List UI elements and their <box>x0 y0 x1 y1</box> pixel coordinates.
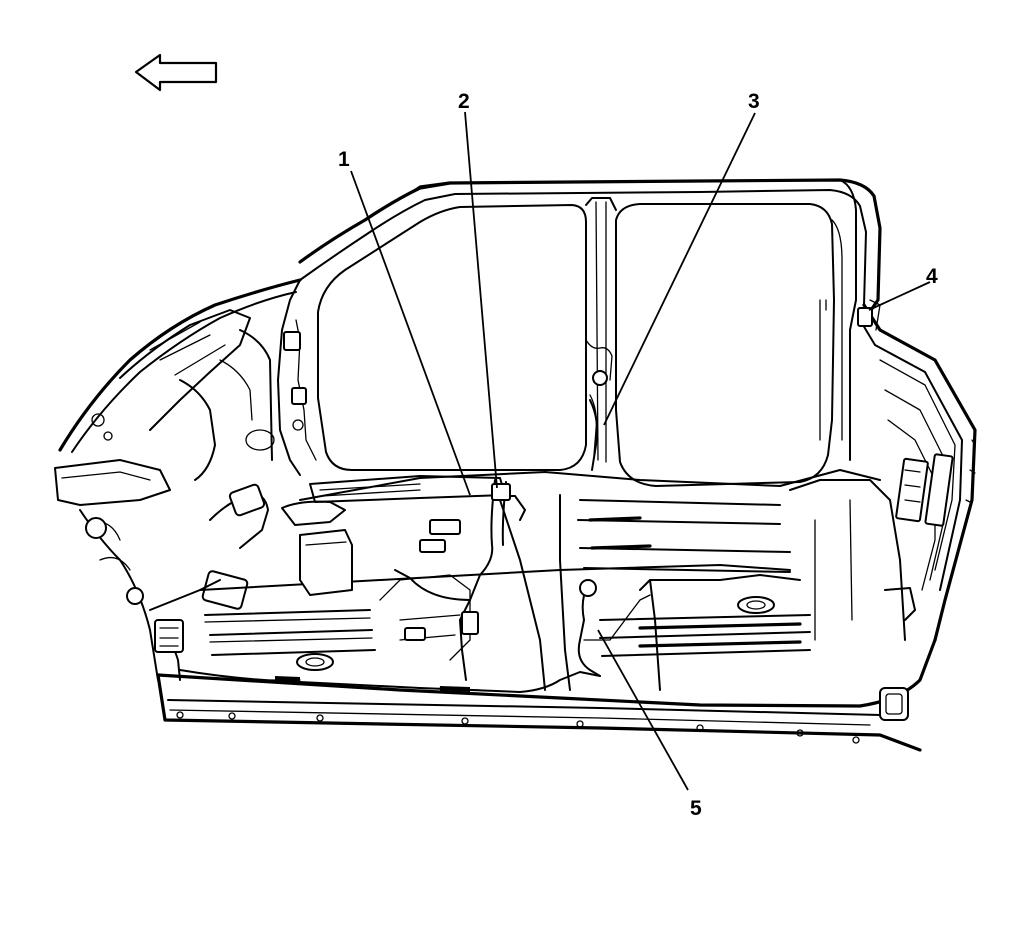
callout-2-label: 2 <box>458 90 470 113</box>
leader-2 <box>464 111 498 489</box>
leader-5 <box>597 629 689 791</box>
callout-3-label: 3 <box>748 90 760 113</box>
arrow-left-icon <box>134 53 218 92</box>
leader-4 <box>868 281 931 311</box>
callout-1-label: 1 <box>338 148 350 171</box>
callout-labels: 1 2 3 4 5 <box>338 90 938 820</box>
wiring-harness <box>394 307 873 681</box>
callout-leaders <box>350 111 931 791</box>
rear-wall <box>859 299 977 642</box>
callout-4-label: 4 <box>926 265 938 288</box>
floor-pan <box>156 469 937 752</box>
cab-body-outline <box>277 178 882 487</box>
leader-1 <box>350 170 471 496</box>
callout-5-label: 5 <box>690 797 702 820</box>
front-dash-structure <box>54 278 302 681</box>
leader-3 <box>603 112 756 426</box>
